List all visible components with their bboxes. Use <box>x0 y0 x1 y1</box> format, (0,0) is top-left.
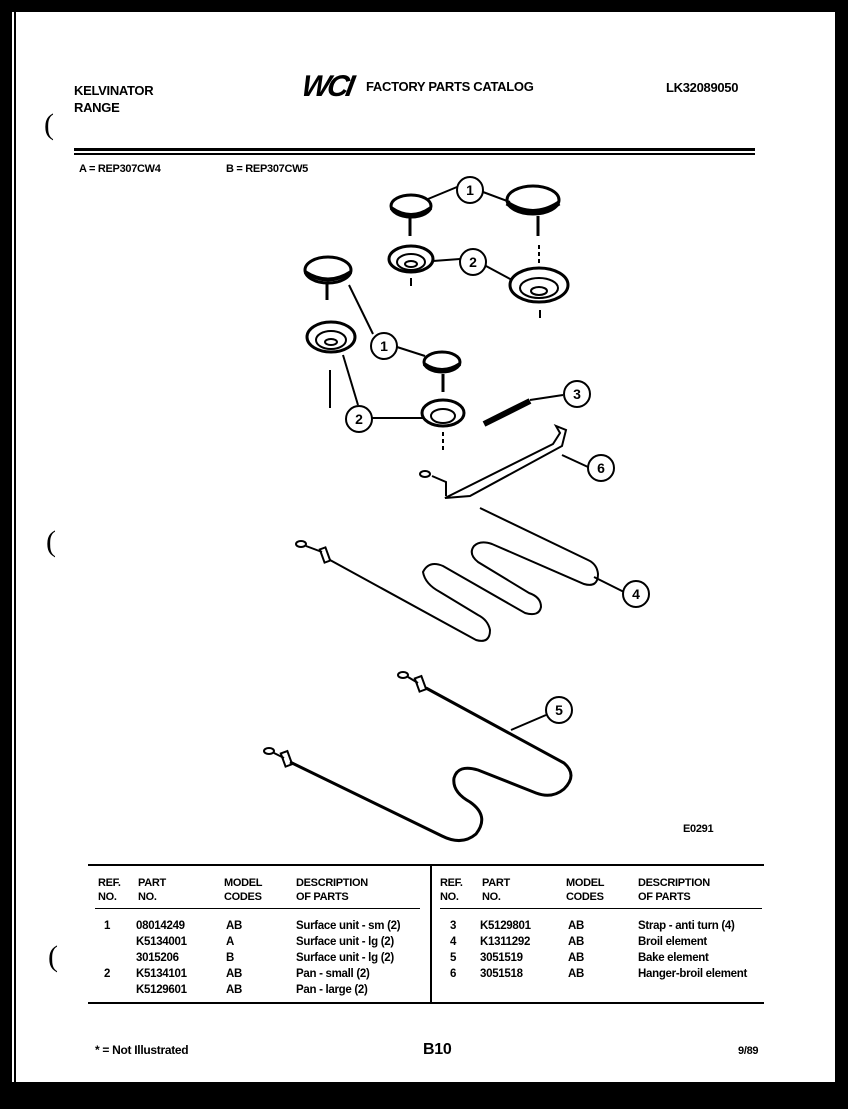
header-ref-no: REF.NO. <box>98 877 121 903</box>
row-part: K5129801 <box>480 920 531 932</box>
row-desc: Pan - small (2) <box>296 968 370 980</box>
not-illustrated-note: * = Not Illustrated <box>95 1043 189 1057</box>
callout-1: 1 <box>370 332 398 360</box>
row-ref: 3 <box>450 920 457 932</box>
row-part: K5134101 <box>136 968 187 980</box>
model-a-label: A = REP307CW4 <box>79 163 161 175</box>
row-codes: AB <box>226 984 243 996</box>
figure-id: E0291 <box>683 823 714 835</box>
page-edge-line <box>14 12 16 1082</box>
catalog-code: LK32089050 <box>666 80 739 95</box>
callout-2: 2 <box>459 248 487 276</box>
row-codes: AB <box>226 968 243 980</box>
header-separator <box>95 908 420 909</box>
brand-name: KELVINATOR <box>74 83 154 98</box>
row-desc: Bake element <box>638 952 709 964</box>
brand-block: KELVINATOR RANGE <box>74 82 154 116</box>
row-ref: 1 <box>104 920 111 932</box>
row-codes: AB <box>568 920 585 932</box>
catalog-page <box>12 12 835 1082</box>
row-desc: Hanger-broil element <box>638 968 748 980</box>
row-desc: Surface unit - lg (2) <box>296 936 394 948</box>
model-b-label: B = REP307CW5 <box>226 163 308 175</box>
row-codes: B <box>226 952 235 964</box>
row-codes: AB <box>226 920 243 932</box>
row-codes: AB <box>568 936 585 948</box>
binder-hole-icon: ( <box>48 940 58 973</box>
row-codes: AB <box>568 968 585 980</box>
row-part: 3051519 <box>480 952 523 964</box>
row-ref: 6 <box>450 968 457 980</box>
callout-6: 6 <box>587 454 615 482</box>
row-desc: Strap - anti turn (4) <box>638 920 735 932</box>
table-bottom-border <box>88 1002 764 1004</box>
row-part: 3015206 <box>136 952 179 964</box>
product-type: RANGE <box>74 100 120 115</box>
catalog-title: FACTORY PARTS CATALOG <box>366 79 534 94</box>
row-desc: Surface unit - sm (2) <box>296 920 401 932</box>
row-part: K1311292 <box>480 936 531 948</box>
callout-2: 2 <box>345 405 373 433</box>
header-separator <box>440 908 762 909</box>
row-codes: A <box>226 936 235 948</box>
binder-hole-icon: ( <box>46 525 56 558</box>
callout-4: 4 <box>622 580 650 608</box>
header-ref-no: REF.NO. <box>440 877 463 903</box>
header-divider <box>74 153 755 155</box>
header-divider <box>74 148 755 151</box>
row-codes: AB <box>568 952 585 964</box>
callout-5: 5 <box>545 696 573 724</box>
row-part: 3051518 <box>480 968 523 980</box>
page-number: B10 <box>423 1041 452 1058</box>
table-column-divider <box>430 866 432 1002</box>
row-ref: 5 <box>450 952 457 964</box>
row-desc: Pan - large (2) <box>296 984 368 996</box>
print-date: 9/89 <box>738 1045 759 1057</box>
row-part: 08014249 <box>136 920 185 932</box>
row-part: K5134001 <box>136 936 187 948</box>
callout-3: 3 <box>563 380 591 408</box>
row-desc: Surface unit - lg (2) <box>296 952 394 964</box>
row-ref: 2 <box>104 968 111 980</box>
callout-1: 1 <box>456 176 484 204</box>
row-part: K5129601 <box>136 984 187 996</box>
row-desc: Broil element <box>638 936 707 948</box>
table-top-border <box>88 864 764 866</box>
row-ref: 4 <box>450 936 457 948</box>
binder-hole-icon: ( <box>44 108 54 141</box>
